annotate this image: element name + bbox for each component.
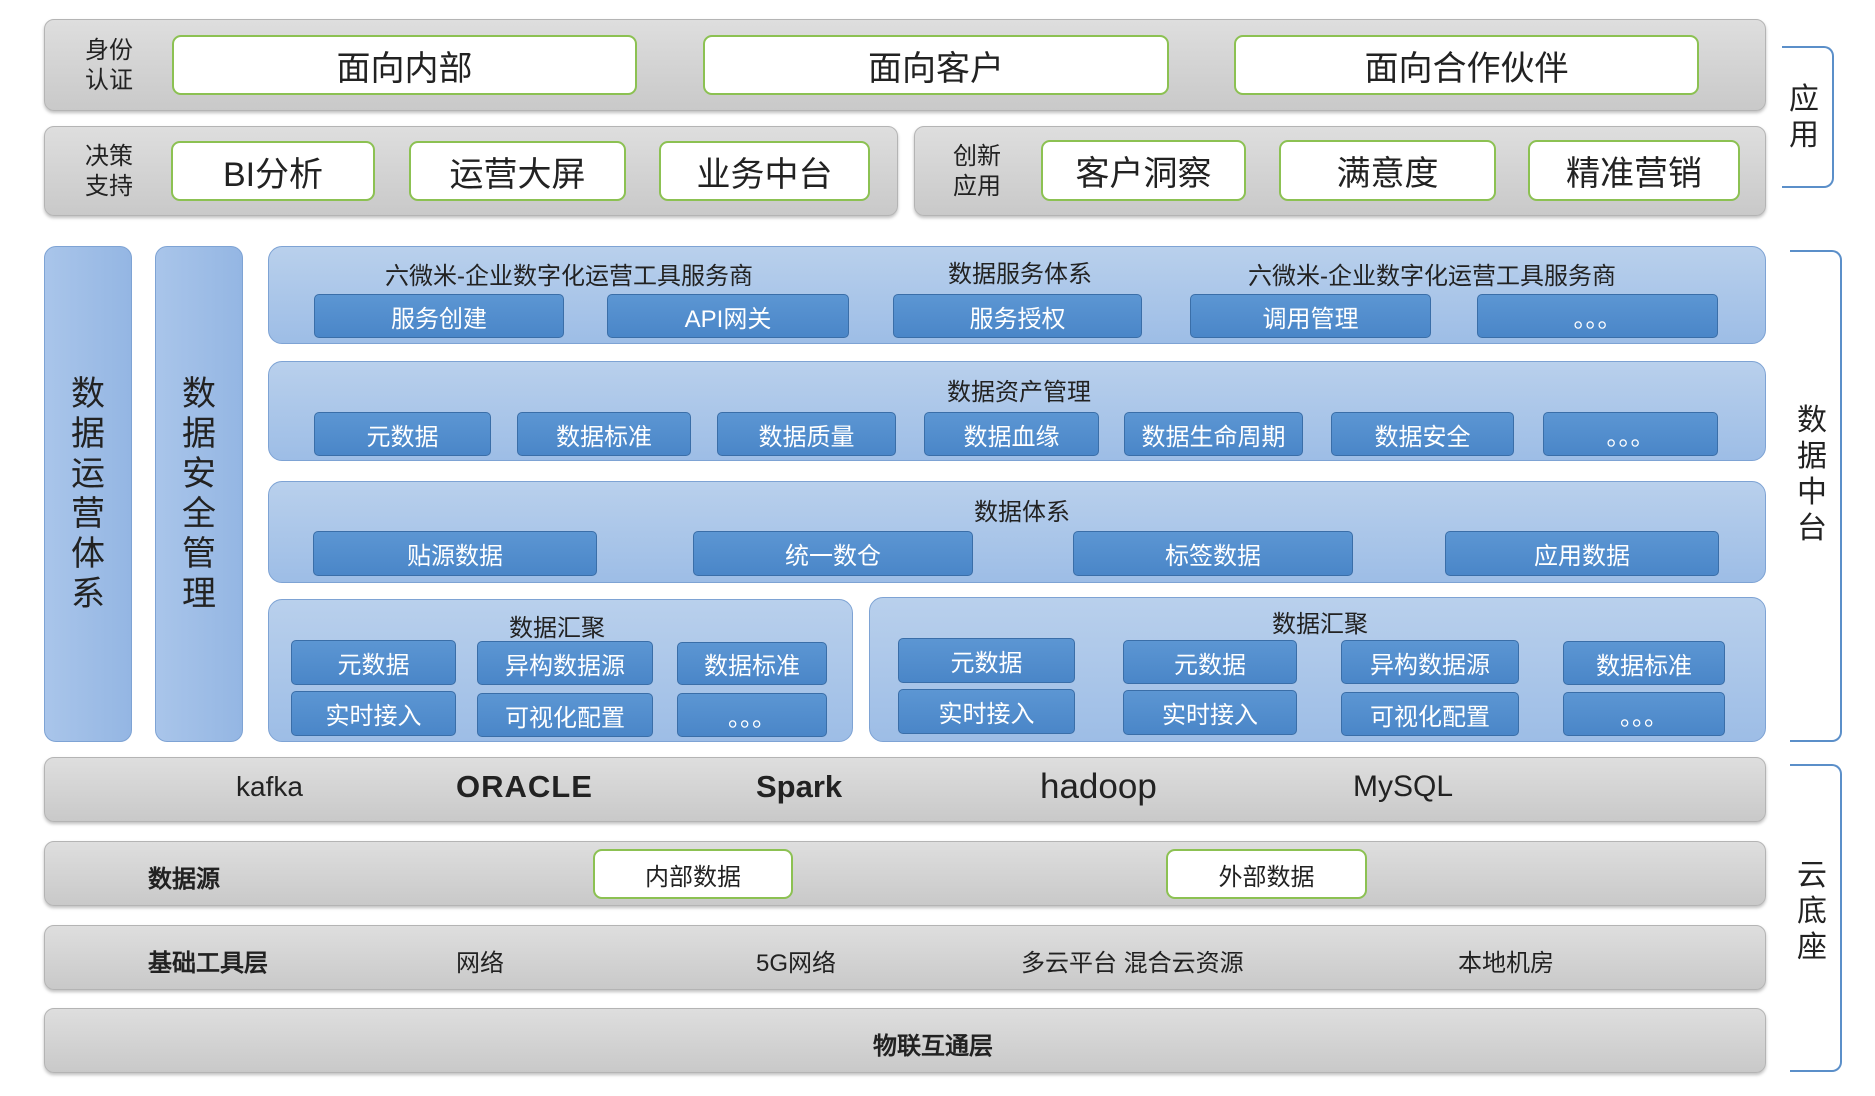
tag-data-button[interactable]: 标签数据 (1073, 531, 1353, 576)
data-ops-system-column: 数 据 运 营 体 系 (44, 246, 132, 742)
infra-multicloud: 多云平台 混合云资源 (1021, 950, 1244, 977)
iot-label: 物联互通层 (873, 1033, 993, 1060)
asset-lifecycle-button[interactable]: 数据生命周期 (1124, 412, 1303, 456)
asset-lineage-button[interactable]: 数据血缘 (924, 412, 1099, 456)
auth-label: 身份 认证 (85, 37, 133, 94)
datasource-label: 数据源 (148, 866, 220, 893)
tech-oracle: ORACLE (456, 769, 593, 804)
asset-quality-button[interactable]: 数据质量 (717, 412, 896, 456)
infra-bar (44, 925, 1766, 990)
auth-customer-box[interactable]: 面向客户 (703, 35, 1169, 95)
internal-data-box[interactable]: 内部数据 (593, 849, 793, 899)
application-side-label: 应 用 (1789, 83, 1819, 152)
gather-right-heterogeneous-button[interactable]: 异构数据源 (1341, 640, 1519, 684)
gather-left-visual-config-button[interactable]: 可视化配置 (477, 693, 653, 737)
service-title-center: 数据服务体系 (948, 261, 1092, 288)
gather-right-title: 数据汇聚 (1272, 611, 1368, 638)
gather-left-standard-button[interactable]: 数据标准 (677, 642, 827, 685)
customer-insight-box[interactable]: 客户洞察 (1041, 140, 1246, 201)
business-platform-box[interactable]: 业务中台 (659, 141, 870, 201)
datasource-bar (44, 841, 1766, 906)
gather-right-more-button[interactable]: 。。。 (1563, 692, 1725, 736)
satisfaction-box[interactable]: 满意度 (1279, 140, 1496, 201)
gather-left-heterogeneous-button[interactable]: 异构数据源 (477, 641, 653, 685)
auth-partner-box[interactable]: 面向合作伙伴 (1234, 35, 1699, 95)
gather-left-metadata-button[interactable]: 元数据 (291, 640, 456, 685)
external-data-box[interactable]: 外部数据 (1166, 849, 1367, 899)
data-platform-side-label: 数 据 中 台 (1797, 404, 1827, 545)
tech-spark: Spark (756, 769, 843, 804)
call-management-button[interactable]: 调用管理 (1190, 294, 1431, 338)
tech-mysql: MySQL (1353, 770, 1454, 803)
auth-internal-box[interactable]: 面向内部 (172, 35, 637, 95)
data-system-title: 数据体系 (974, 499, 1070, 526)
asset-more-button[interactable]: 。。。 (1543, 412, 1718, 456)
service-title-left: 六微米-企业数字化运营工具服务商 (385, 263, 753, 290)
infra-5g: 5G网络 (756, 950, 837, 977)
app-data-button[interactable]: 应用数据 (1445, 531, 1719, 576)
asset-metadata-button[interactable]: 元数据 (314, 412, 491, 456)
unified-warehouse-button[interactable]: 统一数仓 (693, 531, 973, 576)
ops-screen-box[interactable]: 运营大屏 (409, 141, 626, 201)
precision-marketing-box[interactable]: 精准营销 (1528, 140, 1740, 201)
decision-label: 决策 支持 (85, 143, 133, 200)
asset-standard-button[interactable]: 数据标准 (517, 412, 691, 456)
gather-left-more-button[interactable]: 。。。 (677, 693, 827, 737)
bi-analysis-box[interactable]: BI分析 (171, 141, 375, 201)
gather-left-title: 数据汇聚 (509, 615, 605, 642)
gather-right-standard-button[interactable]: 数据标准 (1563, 641, 1725, 685)
gather-right-metadata-button[interactable]: 元数据 (898, 638, 1075, 683)
gather-right-realtime-2-button[interactable]: 实时接入 (1123, 690, 1297, 735)
tech-bar (44, 757, 1766, 822)
api-gateway-button[interactable]: API网关 (607, 294, 849, 338)
tech-kafka: kafka (236, 771, 303, 802)
data-security-column: 数 据 安 全 管 理 (155, 246, 243, 742)
service-title-right: 六微米-企业数字化运营工具服务商 (1248, 263, 1616, 290)
data-platform-bracket (1790, 250, 1842, 742)
infra-network: 网络 (456, 950, 504, 977)
cloud-base-bracket (1790, 764, 1842, 1072)
service-more-button[interactable]: 。。。 (1477, 294, 1718, 338)
gather-right-metadata-2-button[interactable]: 元数据 (1123, 640, 1297, 684)
cloud-base-side-label: 云 底 座 (1797, 859, 1827, 964)
gather-right-realtime-button[interactable]: 实时接入 (898, 689, 1075, 734)
gather-right-visual-config-button[interactable]: 可视化配置 (1341, 692, 1519, 736)
service-create-button[interactable]: 服务创建 (314, 294, 564, 338)
iot-bar (44, 1008, 1766, 1073)
asset-security-button[interactable]: 数据安全 (1331, 412, 1514, 456)
infra-label: 基础工具层 (148, 950, 268, 977)
service-auth-button[interactable]: 服务授权 (893, 294, 1142, 338)
gather-left-realtime-button[interactable]: 实时接入 (291, 691, 456, 736)
source-data-button[interactable]: 贴源数据 (313, 531, 597, 576)
application-bracket (1782, 46, 1834, 188)
infra-local-room: 本地机房 (1458, 950, 1554, 977)
asset-title: 数据资产管理 (947, 379, 1091, 406)
innovation-label: 创新 应用 (953, 143, 1001, 200)
tech-hadoop: hadoop (1040, 767, 1157, 806)
